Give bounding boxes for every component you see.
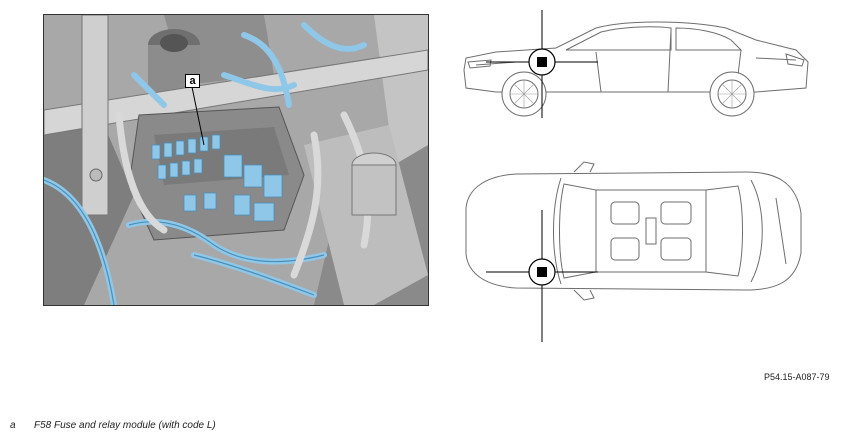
- callout-label-a: a: [185, 74, 200, 88]
- engine-bay-illustration: [43, 14, 429, 306]
- locator-crosshair-icon: [486, 10, 598, 118]
- car-side-view: [456, 10, 816, 125]
- figure-reference-code: P54.15-A087-79: [764, 372, 830, 382]
- car-top-drawing: [465, 161, 802, 342]
- legend: a F58 Fuse and relay module (with code L): [10, 420, 216, 431]
- legend-key: a: [10, 420, 16, 431]
- engine-bay-drawing: [44, 15, 428, 305]
- locator-crosshair-icon: [486, 210, 598, 342]
- car-top-view: [456, 158, 816, 348]
- legend-text: F58 Fuse and relay module (with code L): [34, 420, 216, 431]
- car-side-drawing: [463, 10, 809, 118]
